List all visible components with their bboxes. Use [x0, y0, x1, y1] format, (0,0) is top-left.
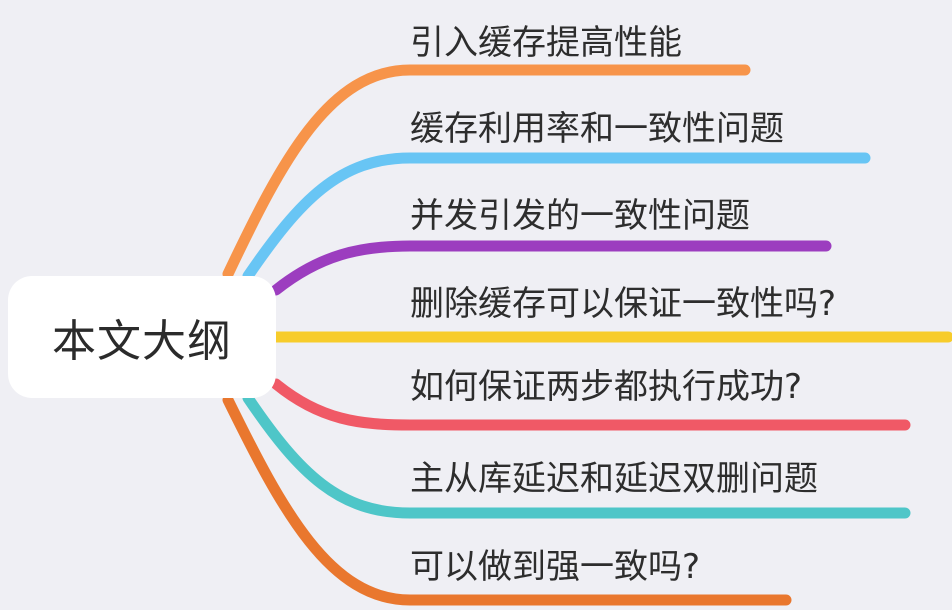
- branch-connector: [242, 392, 911, 519]
- branch-label-strong-consistency[interactable]: 可以做到强一致吗?: [410, 547, 701, 587]
- branch-label-cache-utilization[interactable]: 缓存利用率和一致性问题: [410, 109, 784, 149]
- branch-connector: [270, 378, 911, 431]
- branch-connector: [222, 64, 751, 280]
- branch-connector: [270, 240, 832, 296]
- root-label: 本文大纲: [52, 316, 232, 367]
- branch-label-two-steps[interactable]: 如何保证两步都执行成功?: [410, 367, 803, 407]
- branch-label-delete-cache[interactable]: 删除缓存可以保证一致性吗?: [410, 284, 837, 324]
- branch-connector: [242, 152, 871, 282]
- branch-label-cache-performance[interactable]: 引入缓存提高性能: [410, 23, 682, 63]
- branch-label-concurrency-consistency[interactable]: 并发引发的一致性问题: [410, 196, 750, 236]
- root-node[interactable]: 本文大纲: [8, 276, 276, 398]
- branch-label-master-slave-delay[interactable]: 主从库延迟和延迟双删问题: [410, 459, 818, 499]
- branch-connector: [222, 394, 792, 606]
